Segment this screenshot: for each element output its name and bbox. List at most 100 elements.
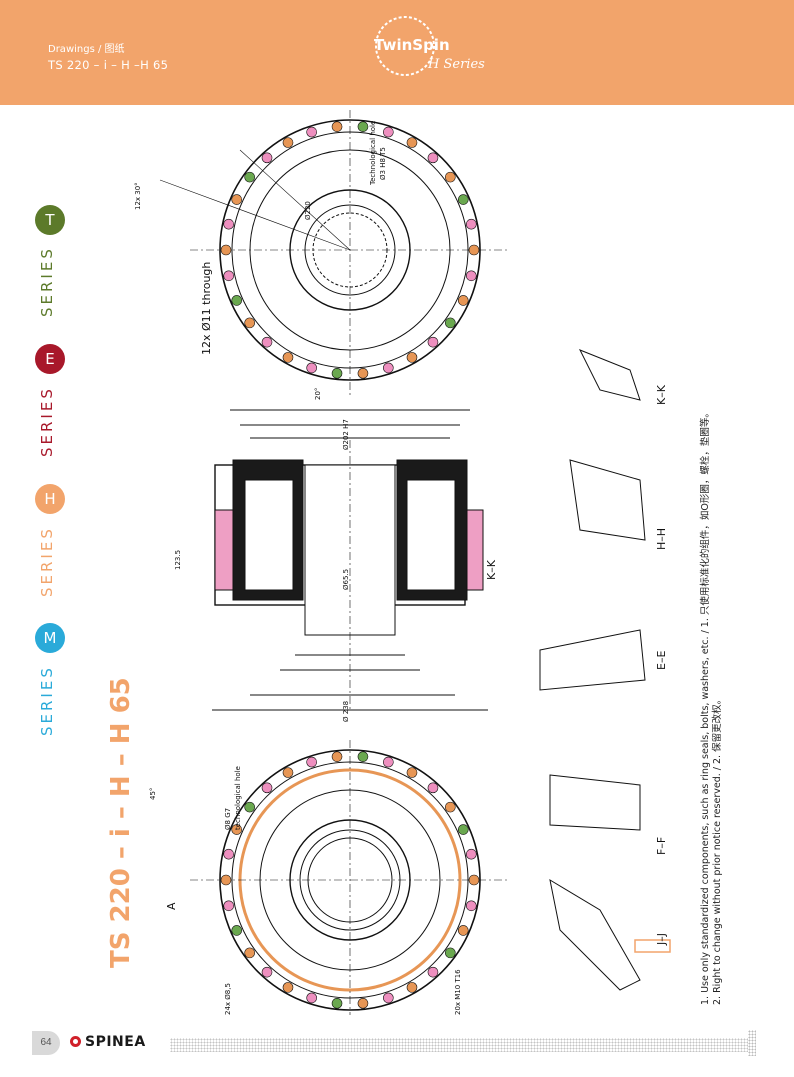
margin-dots [748,1030,756,1056]
bolt-hole [445,801,456,813]
rear-pin-label: Ø3 H8 T5 [379,147,387,180]
section-len: 123.5 [174,550,182,570]
bolt-hole [406,767,418,778]
section-a-a-label: K–K [485,559,498,580]
drawing-notes: 1. Use only standardized components, suc… [700,408,724,1005]
rear-angle-1: 12x 30° [134,182,142,210]
bolt-hole [445,947,456,959]
bolt-hole [457,925,469,936]
bolt-hole [465,900,477,912]
bolt-hole [465,848,477,860]
bolt-hole [457,194,469,205]
bolt-hole [282,982,294,993]
bolt-hole [261,336,273,348]
section-d1: Ø 238 [342,701,350,722]
bolt-hole [306,126,317,138]
bolt-hole [427,782,439,794]
series-e-badge: E [35,344,65,374]
series-t-label: SERIES [38,246,56,317]
bolt-hole [231,824,243,835]
bolt-hole [445,317,456,329]
bolt-hole [223,218,235,230]
section-a-a [212,409,488,711]
note-1: 1. Use only standardized components, suc… [700,408,711,1005]
bolt-hole [383,992,394,1004]
bolt-hole [261,782,273,794]
breadcrumb: Drawings / 图纸 [48,44,125,55]
logo-series: H Series [427,57,485,72]
bolt-hole [231,925,243,936]
front-holes-label: 24x Ø8,5 [224,983,232,1015]
front-bolt-holes [220,751,480,1009]
rear-angle-2: 20° [314,388,322,400]
model-subtitle: TS 220 – i – H –H 65 [48,58,169,72]
bolt-hole [465,218,477,230]
bolt-hole [468,874,480,886]
twinspin-logo: TwinSpin H Series [374,16,485,76]
front-section-marker: A [165,902,178,910]
bolt-hole [231,295,243,306]
front-angle: 45° [149,788,157,800]
bolt-hole [457,295,469,306]
bolt-hole [357,121,369,132]
brand-name: SPINEA [85,1034,146,1050]
rear-bolt-holes [220,121,480,379]
front-view [190,740,510,1015]
bolt-hole [427,966,439,978]
detail-ee-label: E–E [655,651,668,670]
page-header: Drawings / 图纸 TS 220 – i – H –H 65 TwinS… [0,0,794,105]
front-tech-hole: technological hole [234,766,242,830]
bolt-hole [457,824,469,835]
bolt-hole [406,352,418,363]
bolt-hole [261,152,273,164]
bolt-hole [465,270,477,282]
bolt-hole [427,152,439,164]
bolt-hole [282,352,294,363]
bolt-hole [220,874,232,886]
note-2: 2. Right to change without prior notice … [712,694,723,1005]
bolt-hole [331,751,343,762]
bolt-hole [357,368,369,379]
bolt-hole [244,947,255,959]
page-number: 64 [32,1031,60,1055]
rear-tech-hole: Technological hole [369,121,377,186]
detail-views [539,349,646,991]
detail-ff-label: F–F [655,837,668,855]
rear-diameter-label: Ø220 [304,201,312,220]
bolt-hole [282,137,294,148]
bolt-hole [427,336,439,348]
bolt-hole [244,801,255,813]
section-d10: Ø202 H7 [342,419,350,450]
logo-wordmark: TwinSpin [374,36,450,54]
series-t-badge: T [35,205,65,235]
bolt-hole [223,900,235,912]
spinea-icon [70,1036,81,1047]
bolt-hole [261,966,273,978]
bolt-hole [357,998,369,1009]
footer-dots [170,1038,748,1052]
detail-hh-label: H–H [655,528,668,550]
section-d6: Ø65.5 [342,569,350,590]
brand-footer: SPINEA [70,1034,146,1050]
bolt-hole [306,992,317,1004]
bolt-hole [357,751,369,762]
bolt-hole [223,848,235,860]
bolt-hole [445,171,456,183]
bolt-hole [331,998,343,1009]
bolt-hole [383,126,394,138]
series-m-badge: M [35,623,65,653]
series-h-badge: H [35,484,65,514]
bolt-hole [244,317,255,329]
bolt-hole [383,362,394,374]
detail-jj-label: J–J [655,933,668,946]
bolt-hole [331,368,343,379]
rear-holes-label: 12x Ø11 through [200,262,213,355]
bolt-hole [331,121,343,132]
bolt-hole [223,270,235,282]
rear-view [159,110,510,395]
bolt-hole [282,767,294,778]
series-e-label: SERIES [38,386,56,457]
bolt-hole [406,982,418,993]
bolt-hole [406,137,418,148]
series-m-label: SERIES [38,665,56,736]
